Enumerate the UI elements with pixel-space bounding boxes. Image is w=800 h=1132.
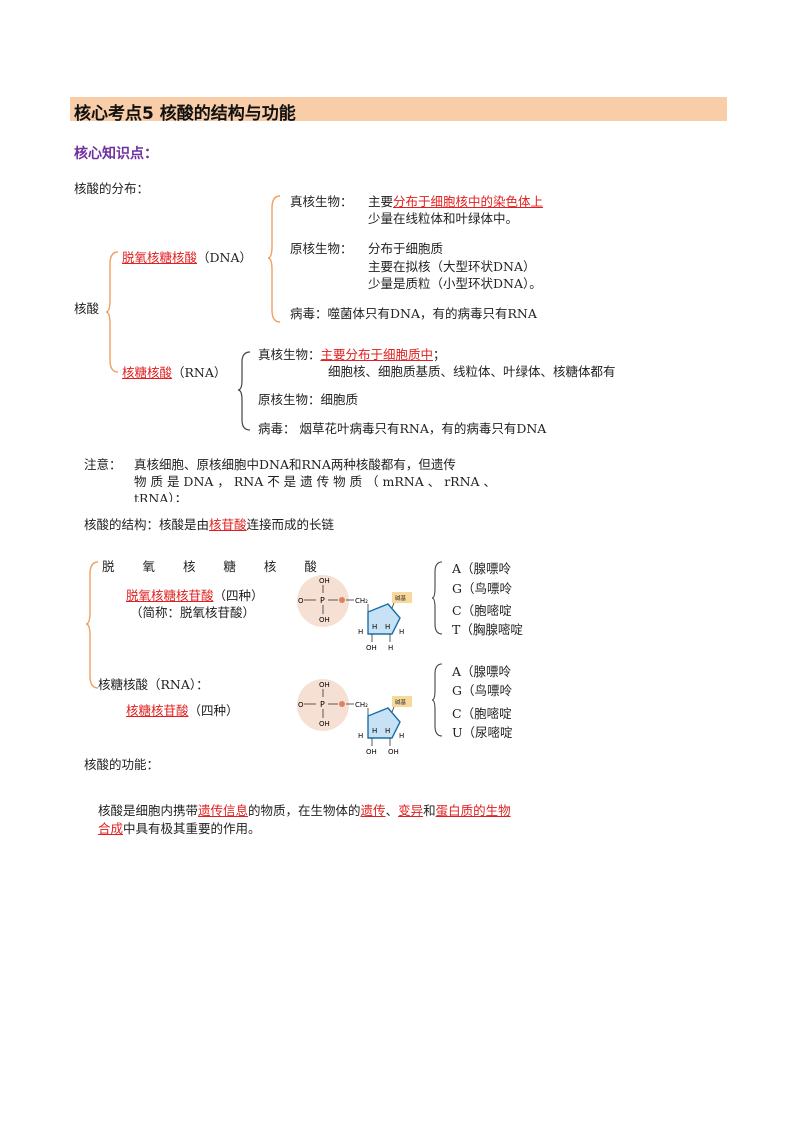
structure-brace bbox=[85, 561, 99, 689]
svg-text:O: O bbox=[298, 597, 304, 605]
section-subtitle: 核心知识点： bbox=[74, 146, 158, 162]
svg-text:碱基: 碱基 bbox=[395, 698, 407, 706]
dna-bases-brace bbox=[431, 561, 443, 635]
dna-prokaryote-line2: 主要在拟核（大型环状DNA） bbox=[368, 259, 536, 274]
dna-structure-title: 脱 氧 核 糖 核 酸 bbox=[102, 559, 329, 574]
dna-base-c: C（胞嘧啶 bbox=[452, 603, 512, 618]
rna-structure-title: 核糖核酸（RNA）： bbox=[98, 677, 209, 692]
rna-base-c: C（胞嘧啶 bbox=[452, 706, 512, 721]
rna-prokaryote: 原核生物：细胞质 bbox=[258, 392, 359, 407]
svg-text:H: H bbox=[372, 623, 377, 631]
svg-text:H: H bbox=[399, 732, 404, 740]
svg-text:碱基: 碱基 bbox=[395, 594, 407, 602]
dna-base-a: A（腺嘌呤 bbox=[452, 561, 512, 576]
svg-text:H: H bbox=[358, 628, 363, 636]
dna-base-g: G（鸟嘌呤 bbox=[452, 581, 512, 596]
dna-label: 脱氧核糖核酸（DNA） bbox=[122, 250, 253, 265]
dna-brace bbox=[267, 195, 281, 323]
svg-text:OH: OH bbox=[319, 577, 330, 585]
rna-base-u: U（尿嘧啶 bbox=[452, 725, 513, 740]
note-line3: tRNA）； bbox=[134, 491, 188, 502]
rna-virus: 病毒： 烟草花叶病毒只有RNA，有的病毒只有DNA bbox=[258, 421, 547, 436]
deoxynucleotide-diagram: OH P OH O CH₂ 碱基 H H H H OH H bbox=[297, 575, 412, 652]
rna-unit: 核糖核苷酸（四种） bbox=[126, 703, 239, 718]
note-line2: 物 质 是 DNA ， RNA 不 是 遗 传 物 质 （ mRNA 、 rRN… bbox=[134, 474, 497, 489]
svg-text:H: H bbox=[358, 732, 363, 740]
function-line1: 核酸是细胞内携带遗传信息的物质，在生物体的遗传、变异和蛋白质的生物 bbox=[98, 803, 511, 818]
rna-label: 核糖核酸（RNA） bbox=[122, 365, 227, 380]
dna-base-t: T（胸腺嘧啶 bbox=[452, 622, 523, 637]
svg-text:OH: OH bbox=[319, 720, 330, 728]
svg-text:P: P bbox=[320, 596, 325, 605]
dna-virus: 病毒：噬菌体只有DNA，有的病毒只有RNA bbox=[290, 306, 537, 321]
svg-text:CH₂: CH₂ bbox=[355, 701, 368, 709]
rna-eukaryote-line2: 细胞核、细胞质基质、线粒体、叶绿体、核糖体都有 bbox=[328, 364, 616, 379]
svg-text:H: H bbox=[385, 727, 390, 735]
svg-text:H: H bbox=[399, 628, 404, 636]
dna-unit: 脱氧核糖核苷酸（四种） bbox=[126, 588, 264, 603]
dna-eukaryote-line2: 少量在线粒体和叶绿体中。 bbox=[368, 211, 519, 226]
function-heading: 核酸的功能： bbox=[84, 757, 160, 772]
root-label: 核酸 bbox=[74, 301, 100, 316]
svg-text:H: H bbox=[372, 727, 377, 735]
svg-text:OH: OH bbox=[388, 748, 399, 756]
svg-text:OH: OH bbox=[366, 644, 377, 652]
dna-prokaryote-label: 原核生物： bbox=[290, 241, 353, 256]
title-bar bbox=[70, 97, 727, 121]
dna-prokaryote-line1: 分布于细胞质 bbox=[368, 241, 444, 256]
rna-eukaryote-line1: 真核生物：主要分布于细胞质中； bbox=[258, 347, 446, 362]
svg-text:H: H bbox=[385, 623, 390, 631]
dna-eukaryote-label: 真核生物： bbox=[290, 194, 353, 209]
dna-unit-short: （简称：脱氧核苷酸） bbox=[130, 605, 256, 620]
svg-text:OH: OH bbox=[366, 748, 377, 756]
svg-text:CH₂: CH₂ bbox=[355, 597, 368, 605]
ribonucleotide-diagram: OH P OH O CH₂ 碱基 H H H H OH OH bbox=[297, 679, 412, 756]
svg-text:OH: OH bbox=[319, 616, 330, 624]
svg-text:O: O bbox=[298, 701, 304, 709]
dna-prokaryote-line3: 少量是质粒（小型环状DNA）。 bbox=[368, 276, 542, 291]
function-line2: 合成中具有极其重要的作用。 bbox=[98, 821, 261, 836]
rna-brace bbox=[237, 351, 251, 431]
rna-bases-brace bbox=[431, 663, 443, 737]
main-brace bbox=[105, 251, 119, 373]
distribution-heading: 核酸的分布： bbox=[74, 181, 150, 196]
page-title: 核心考点5 核酸的结构与功能 bbox=[74, 104, 296, 124]
rna-base-a: A（腺嘌呤 bbox=[452, 664, 512, 679]
svg-text:H: H bbox=[388, 644, 393, 652]
rna-base-g: G（鸟嘌呤 bbox=[452, 683, 512, 698]
dna-eukaryote-line1: 主要分布于细胞核中的染色体上 bbox=[368, 194, 544, 209]
note-line1: 真核细胞、原核细胞中DNA和RNA两种核酸都有，但遗传 bbox=[134, 457, 456, 472]
structure-heading: 核酸的结构：核酸是由核苷酸连接而成的长链 bbox=[84, 517, 335, 532]
note-label: 注意： bbox=[84, 457, 122, 472]
svg-text:OH: OH bbox=[319, 681, 330, 689]
svg-text:P: P bbox=[320, 700, 325, 709]
